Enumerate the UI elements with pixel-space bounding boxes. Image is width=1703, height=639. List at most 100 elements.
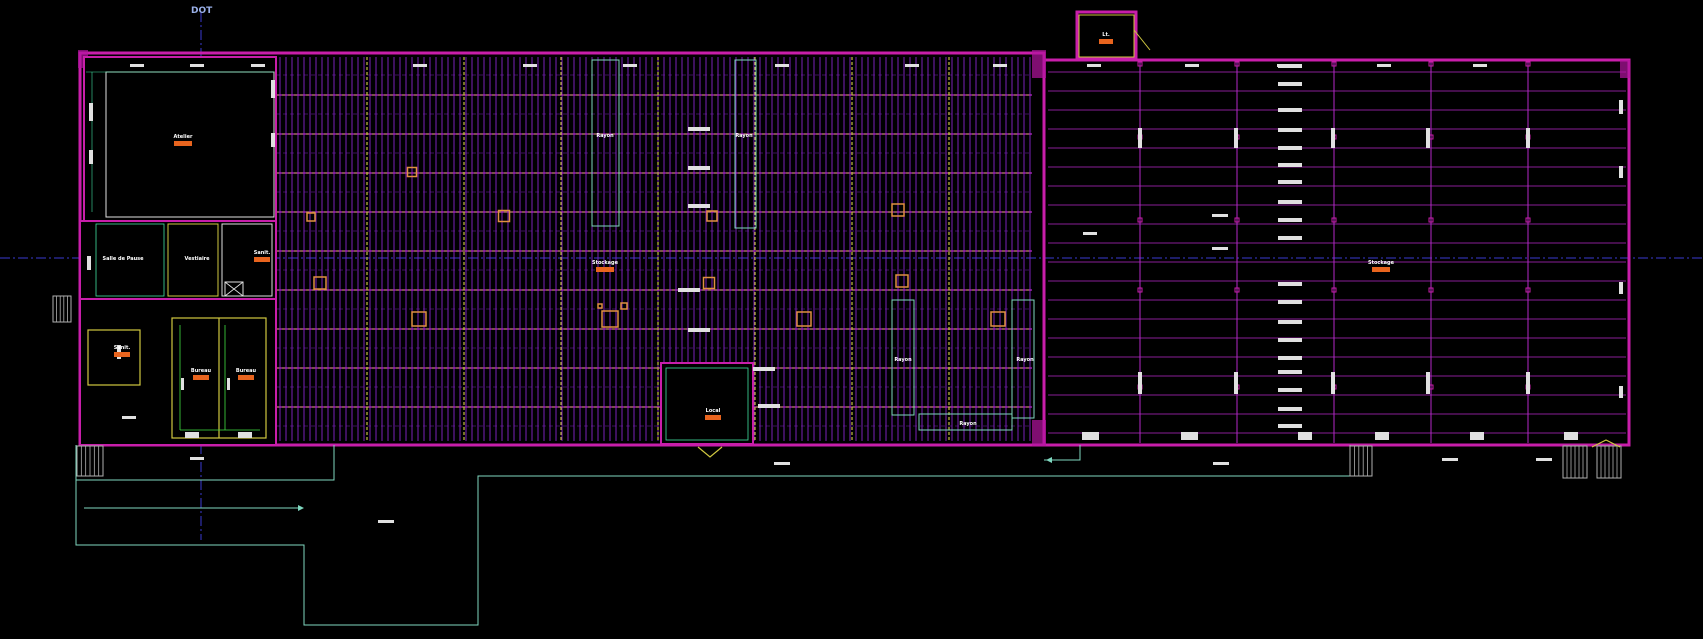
wc-cross <box>224 281 244 297</box>
door-mark <box>1085 432 1099 440</box>
dock-arrow-icon <box>1046 457 1052 463</box>
door-mark <box>1426 372 1430 394</box>
door-mark <box>1278 64 1302 68</box>
room-name: Local <box>706 408 721 414</box>
door-mark <box>1278 128 1302 132</box>
door-mark <box>251 64 265 67</box>
label-annex: Lt. <box>1099 32 1113 44</box>
stair-outline <box>1349 445 1373 477</box>
column-mark <box>1137 217 1143 223</box>
label-atelier: Atelier <box>174 134 193 146</box>
pillars <box>306 166 1006 328</box>
pillar <box>620 302 628 310</box>
column-mark <box>1234 217 1240 223</box>
pillar <box>601 310 619 328</box>
door-mark <box>1278 236 1302 240</box>
annex-door <box>1133 29 1151 51</box>
door-mark <box>1213 462 1229 465</box>
wall-hatch <box>1620 60 1630 78</box>
loading-yard-outline <box>75 445 1351 626</box>
pillar <box>306 212 316 222</box>
door-mark <box>1536 458 1552 461</box>
door-mark <box>688 204 710 208</box>
label-local: Local <box>705 408 721 420</box>
structural-beams <box>276 57 1032 441</box>
door-mark <box>190 64 204 67</box>
room-sanitaires <box>221 223 273 297</box>
door-mark <box>271 80 275 98</box>
door-mark <box>623 64 637 67</box>
door-mark <box>688 328 710 332</box>
stair-outline <box>52 295 72 323</box>
door-swing <box>697 446 723 458</box>
column-mark <box>1331 61 1337 67</box>
annex-wall <box>1075 10 1138 61</box>
door-mark <box>181 378 184 390</box>
door-mark <box>1278 108 1302 112</box>
wall-hatch <box>1032 420 1046 446</box>
pillar <box>313 276 327 290</box>
pillar <box>497 209 511 223</box>
label-sanit-1: Sanit. <box>254 250 270 262</box>
door-mark <box>1083 232 1097 235</box>
door-mark <box>227 378 230 390</box>
zone-rayon-3: Rayon <box>894 357 912 363</box>
room-tag <box>705 415 721 420</box>
door-marks <box>87 64 1623 523</box>
door-mark <box>1526 372 1530 394</box>
door-mark <box>1619 386 1623 398</box>
rack-zone <box>891 299 915 416</box>
door-mark <box>1331 128 1335 148</box>
door-mark <box>1278 146 1302 150</box>
rack-zone <box>1011 299 1035 419</box>
door-mark <box>1619 166 1623 178</box>
door-mark <box>1212 247 1228 250</box>
door-mark <box>1470 432 1484 440</box>
label-bureau-2: Bureau <box>236 368 257 380</box>
column-mark <box>1331 287 1337 293</box>
room-name: Bureau <box>236 368 257 374</box>
door-mark <box>775 64 789 67</box>
door-mark <box>1619 282 1623 294</box>
pillar <box>411 311 427 327</box>
label-salle-de-pause: Salle de Pause <box>102 256 144 262</box>
room-name: Stockage <box>1368 260 1395 266</box>
door-mark <box>1377 64 1391 67</box>
door-mark <box>89 103 93 121</box>
door-mark <box>1181 432 1195 440</box>
office-row-2 <box>79 298 277 446</box>
door-mark <box>523 64 537 67</box>
room-vestiaire <box>167 223 219 297</box>
column-mark <box>1234 287 1240 293</box>
door-mark <box>185 432 199 438</box>
room-atelier <box>83 56 277 222</box>
room-sanit-2 <box>87 329 141 386</box>
door-mark <box>688 166 710 170</box>
zone-rayon-1: Rayon <box>596 133 614 139</box>
door-mark <box>130 64 144 67</box>
door-mark <box>1278 82 1302 86</box>
ramp-outline <box>75 445 335 481</box>
room-tag <box>1099 39 1113 44</box>
door-mark <box>905 64 919 67</box>
room-tag <box>114 352 130 357</box>
local-inner <box>665 367 749 441</box>
room-name: Salle de Pause <box>102 256 144 262</box>
column-mark <box>1525 61 1531 67</box>
door-mark <box>1278 180 1302 184</box>
stairs <box>52 295 1622 479</box>
rack-zone <box>918 413 1013 431</box>
door-mark <box>1526 128 1530 148</box>
door-mark <box>1278 388 1302 392</box>
column-mark <box>1331 217 1337 223</box>
room-tag <box>238 375 254 380</box>
direction-arrow-icon <box>298 505 304 511</box>
exterior-features <box>52 295 1622 626</box>
door-mark <box>122 416 136 419</box>
room-tag <box>174 141 192 146</box>
column-mark <box>1428 61 1434 67</box>
door-mark <box>1138 128 1142 148</box>
north-arrow-icon: DOT <box>191 6 213 16</box>
